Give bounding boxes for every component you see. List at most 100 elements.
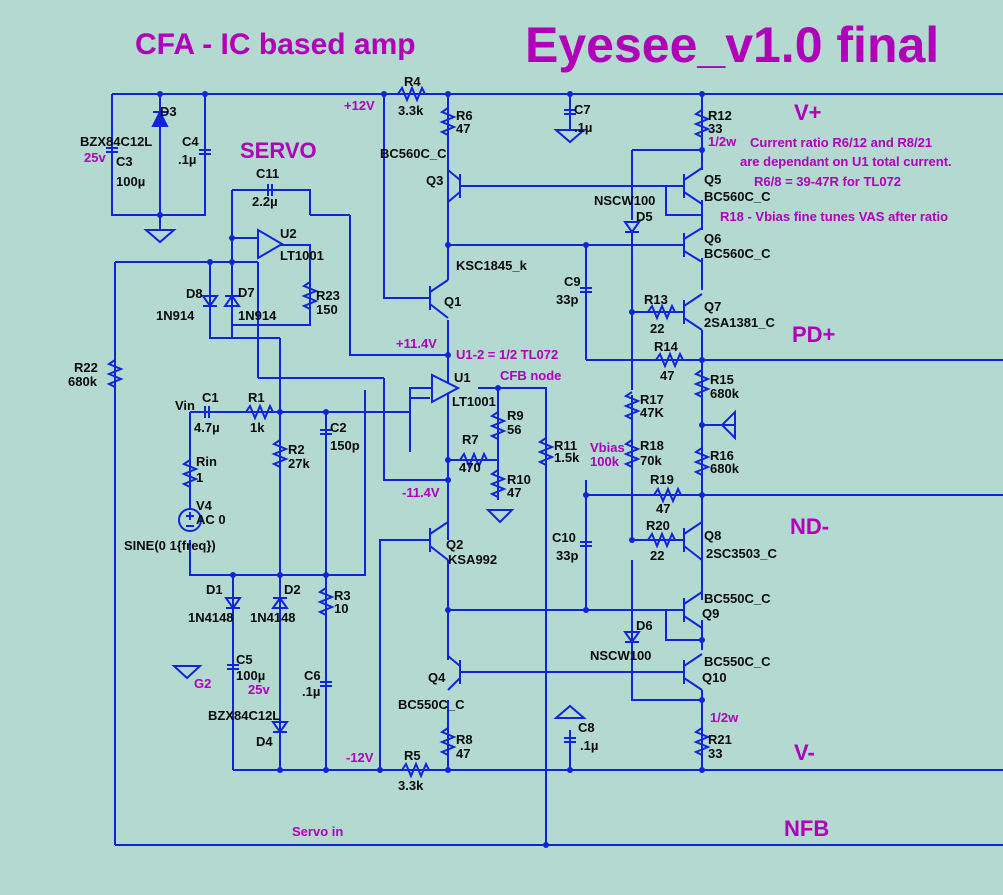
capacitor-c7: [564, 109, 576, 115]
opamp-u1: [431, 373, 461, 404]
c3-val: 100µ: [116, 174, 145, 189]
r19-val: 47: [656, 501, 670, 516]
resistor-r11: [537, 437, 555, 466]
capacitors: [106, 109, 592, 743]
r13-val: 22: [650, 321, 664, 336]
r6-ref: R6: [456, 108, 473, 123]
source-v4: [178, 508, 202, 532]
transistor-q6: [683, 227, 703, 263]
title-right: Eyesee_v1.0 final: [525, 17, 939, 73]
capacitor-c10: [580, 541, 592, 547]
resistor-r17: [623, 391, 641, 420]
resistor-r6: [439, 107, 457, 136]
r11-ref: R11: [554, 438, 577, 453]
servo-label: SERVO: [240, 138, 317, 163]
r21-ref: R21: [708, 732, 732, 747]
junctions: [157, 91, 705, 848]
design-note-4: R18 - Vbias fine tunes VAS after ratio: [720, 209, 948, 224]
q1-val: KSC1845_k: [456, 258, 528, 273]
net-vplus: V+: [794, 100, 822, 125]
resistor-r15: [693, 369, 711, 398]
r8-val: 47: [456, 746, 470, 761]
q8-ref: Q8: [704, 528, 721, 543]
c2-val: 150p: [330, 438, 360, 453]
transistors: [429, 167, 703, 691]
resistor-r20: [647, 531, 676, 549]
transistor-q1: [429, 279, 449, 319]
q3-ref: Q3: [426, 173, 443, 188]
d7-val: 1N914: [238, 308, 277, 323]
transistor-q10: [683, 653, 703, 691]
r15-ref: R15: [710, 372, 734, 387]
q7-ref: Q7: [704, 299, 721, 314]
q10-val: BC550C_C: [704, 654, 771, 669]
vin-label: Vin: [175, 398, 195, 413]
d3-ref: D3: [160, 104, 177, 119]
r21-power-label: 1/2w: [710, 710, 739, 725]
r10-ref: R10: [507, 472, 531, 487]
resistor-rin: [181, 459, 199, 488]
c3-voltage-label: 25v: [84, 150, 106, 165]
ground-icon: [553, 129, 587, 144]
resistor-r1: [245, 403, 274, 421]
c5-ref: C5: [236, 652, 253, 667]
net-nd: ND-: [790, 514, 829, 539]
ground-icon: [143, 229, 177, 244]
v4-ref: V4: [196, 498, 213, 513]
plus12v-label: +12V: [344, 98, 375, 113]
c7-val: .1µ: [574, 120, 592, 135]
c8-val: .1µ: [580, 738, 598, 753]
r17-val: 47K: [640, 405, 664, 420]
resistor-r18: [623, 439, 641, 468]
transistor-q9: [683, 591, 703, 629]
r11-val: 1.5k: [554, 450, 580, 465]
r8-ref: R8: [456, 732, 473, 747]
c6-ref: C6: [304, 668, 321, 683]
r19-ref: R19: [650, 472, 674, 487]
transistor-q7: [683, 293, 703, 331]
r12-val: 33: [708, 121, 722, 136]
r12-power-label: 1/2w: [708, 134, 737, 149]
r7-val: 470: [459, 460, 481, 475]
r6-val: 47: [456, 121, 470, 136]
diode-d3: [151, 109, 169, 127]
component-labels: R4 3.3k R6 47 BC560C_C Q3 C7 .1µ R12 33 …: [68, 74, 777, 793]
c11-ref: C11: [256, 166, 279, 181]
c9-val: 33p: [556, 292, 578, 307]
ground-icon: [485, 509, 515, 524]
resistor-r9: [489, 411, 507, 440]
opamp-u2: [257, 228, 284, 260]
diode-d8: [201, 295, 219, 308]
net-vminus: V-: [794, 740, 815, 765]
design-note-2: are dependant on U1 total current.: [740, 154, 952, 169]
r4-ref: R4: [404, 74, 421, 89]
d8-ref: D8: [186, 286, 203, 301]
d8-val: 1N914: [156, 308, 195, 323]
diode-d5: [623, 221, 641, 234]
capacitor-c4: [199, 149, 211, 155]
q9-ref: Q9: [702, 606, 719, 621]
c11-val: 2.2µ: [252, 194, 278, 209]
capacitor-c1: [204, 406, 210, 418]
plus11-4v-label: +11.4V: [396, 336, 437, 351]
r1-ref: R1: [248, 390, 265, 405]
r5-ref: R5: [404, 748, 421, 763]
r9-val: 56: [507, 422, 521, 437]
r23-ref: R23: [316, 288, 340, 303]
d4-ref: D4: [256, 734, 273, 749]
q4-val: BC550C_C: [398, 697, 465, 712]
d1-val: 1N4148: [188, 610, 234, 625]
resistor-r23: [301, 281, 319, 310]
d3-val: BZX84C12L: [80, 134, 152, 149]
resistor-r12: [693, 109, 711, 138]
net-pd: PD+: [792, 322, 835, 347]
r4-val: 3.3k: [398, 103, 424, 118]
r16-ref: R16: [710, 448, 734, 463]
diodes: [151, 109, 641, 734]
r17-ref: R17: [640, 392, 664, 407]
grounds: [143, 129, 736, 719]
q1-ref: Q1: [444, 294, 461, 309]
c1-val: 4.7µ: [194, 420, 220, 435]
resistor-r22: [106, 359, 124, 388]
capacitor-c6: [320, 681, 332, 687]
